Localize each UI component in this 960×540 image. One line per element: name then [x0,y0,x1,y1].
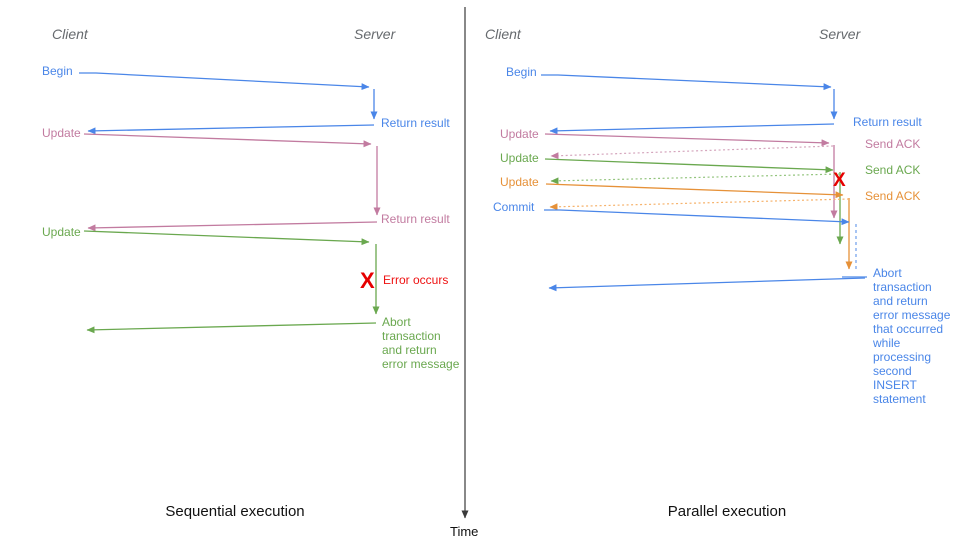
left-return-result-1-arrow [87,124,375,135]
right-panel-title: Parallel execution [667,503,787,520]
right-return-result-1-label: Return result [853,115,922,129]
right-update-3-label: Update [500,175,539,189]
right-server-header: Server [819,26,861,42]
left-return-result-1-label: Return result [381,116,450,130]
right-update-3-request-arrow [545,183,844,199]
right-panel-lines [541,74,867,292]
right-update-2-request-arrow [544,158,834,174]
left-begin-label: Begin [42,64,73,78]
right-abort-message-label: Abort transaction and return error messa… [873,266,951,406]
right-send-ack-1-dotted-arrow [550,145,834,160]
right-begin-request-arrow [541,74,832,91]
right-abort-return-arrow [548,277,866,292]
left-server-header: Server [354,26,396,42]
right-update-2-label: Update [500,151,539,165]
left-panel-lines [79,72,381,334]
right-send-ack-3-label: Send ACK [865,189,921,203]
right-begin-label: Begin [506,65,537,79]
left-begin-request-arrow [79,72,370,91]
left-panel-title: Sequential execution [165,503,305,520]
right-send-ack-3-dotted-arrow [549,198,850,211]
time-axis-label: Time [450,524,479,539]
left-error-occurs-label: Error occurs [383,273,449,287]
right-error-x-icon: X [833,170,846,191]
left-abort-return-arrow [86,322,377,334]
left-error-x-icon: X [360,268,375,293]
right-commit-label: Commit [493,200,535,214]
right-commit-request-arrow [544,209,850,226]
left-return-result-2-label: Return result [381,212,450,226]
left-abort-message-label: Abort transaction and return error messa… [382,315,460,371]
right-update-1-label: Update [500,127,539,141]
left-update-1-label: Update [42,126,81,140]
right-client-header: Client [485,26,521,42]
left-client-header: Client [52,26,88,42]
right-update-1-request-arrow [544,133,830,147]
left-return-result-2-arrow [87,221,378,232]
left-update-2-request-arrow [83,230,370,246]
left-update-1-request-arrow [83,133,372,148]
right-send-ack-1-label: Send ACK [865,137,921,151]
right-send-ack-2-label: Send ACK [865,163,921,177]
left-update-2-label: Update [42,225,81,239]
right-return-result-1-arrow [549,123,835,135]
right-send-ack-2-dotted-arrow [550,173,841,185]
